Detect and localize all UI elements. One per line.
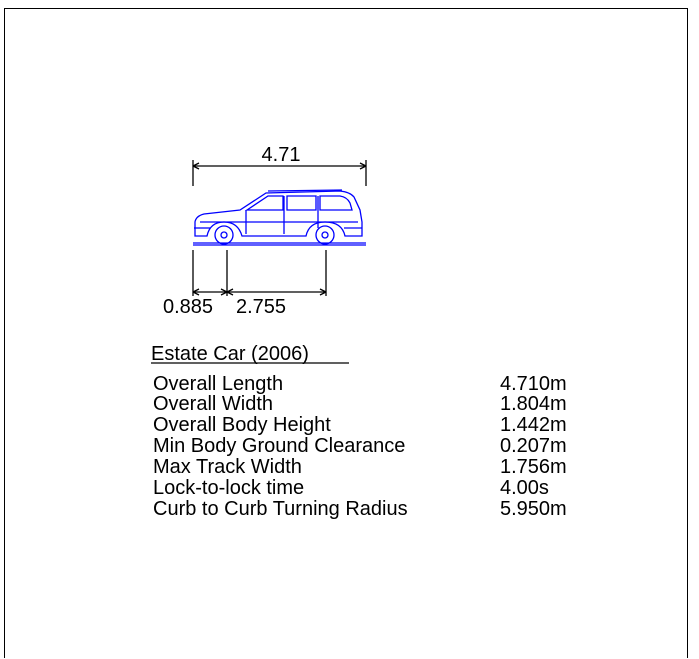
spec-value: 0.207m xyxy=(500,435,567,457)
wheelbase-dimension xyxy=(192,250,327,296)
spec-label: Min Body Ground Clearance xyxy=(153,435,405,457)
wheelbase-label: 2.755 xyxy=(236,296,286,318)
vehicle-title: Estate Car (2006) xyxy=(151,343,309,365)
spec-table: Overall Length 4.710m Overall Width 1.80… xyxy=(153,373,567,520)
overall-length-label: 4.71 xyxy=(262,144,301,166)
front-overhang-label: 0.885 xyxy=(163,296,213,318)
spec-label: Lock-to-lock time xyxy=(153,477,304,499)
spec-label: Max Track Width xyxy=(153,456,302,478)
car-side-view xyxy=(193,189,366,246)
spec-label: Curb to Curb Turning Radius xyxy=(153,498,408,520)
spec-label: Overall Width xyxy=(153,393,273,415)
spec-value: 4.710m xyxy=(500,373,567,395)
drawing-frame xyxy=(4,8,688,658)
spec-value: 1.756m xyxy=(500,456,567,478)
spec-value: 4.00s xyxy=(500,477,549,499)
spec-value: 1.804m xyxy=(500,393,567,415)
spec-value: 5.950m xyxy=(500,498,567,520)
overall-length-dimension xyxy=(192,160,367,186)
spec-label: Overall Length xyxy=(153,373,283,395)
spec-label: Overall Body Height xyxy=(153,414,331,436)
spec-value: 1.442m xyxy=(500,414,567,436)
